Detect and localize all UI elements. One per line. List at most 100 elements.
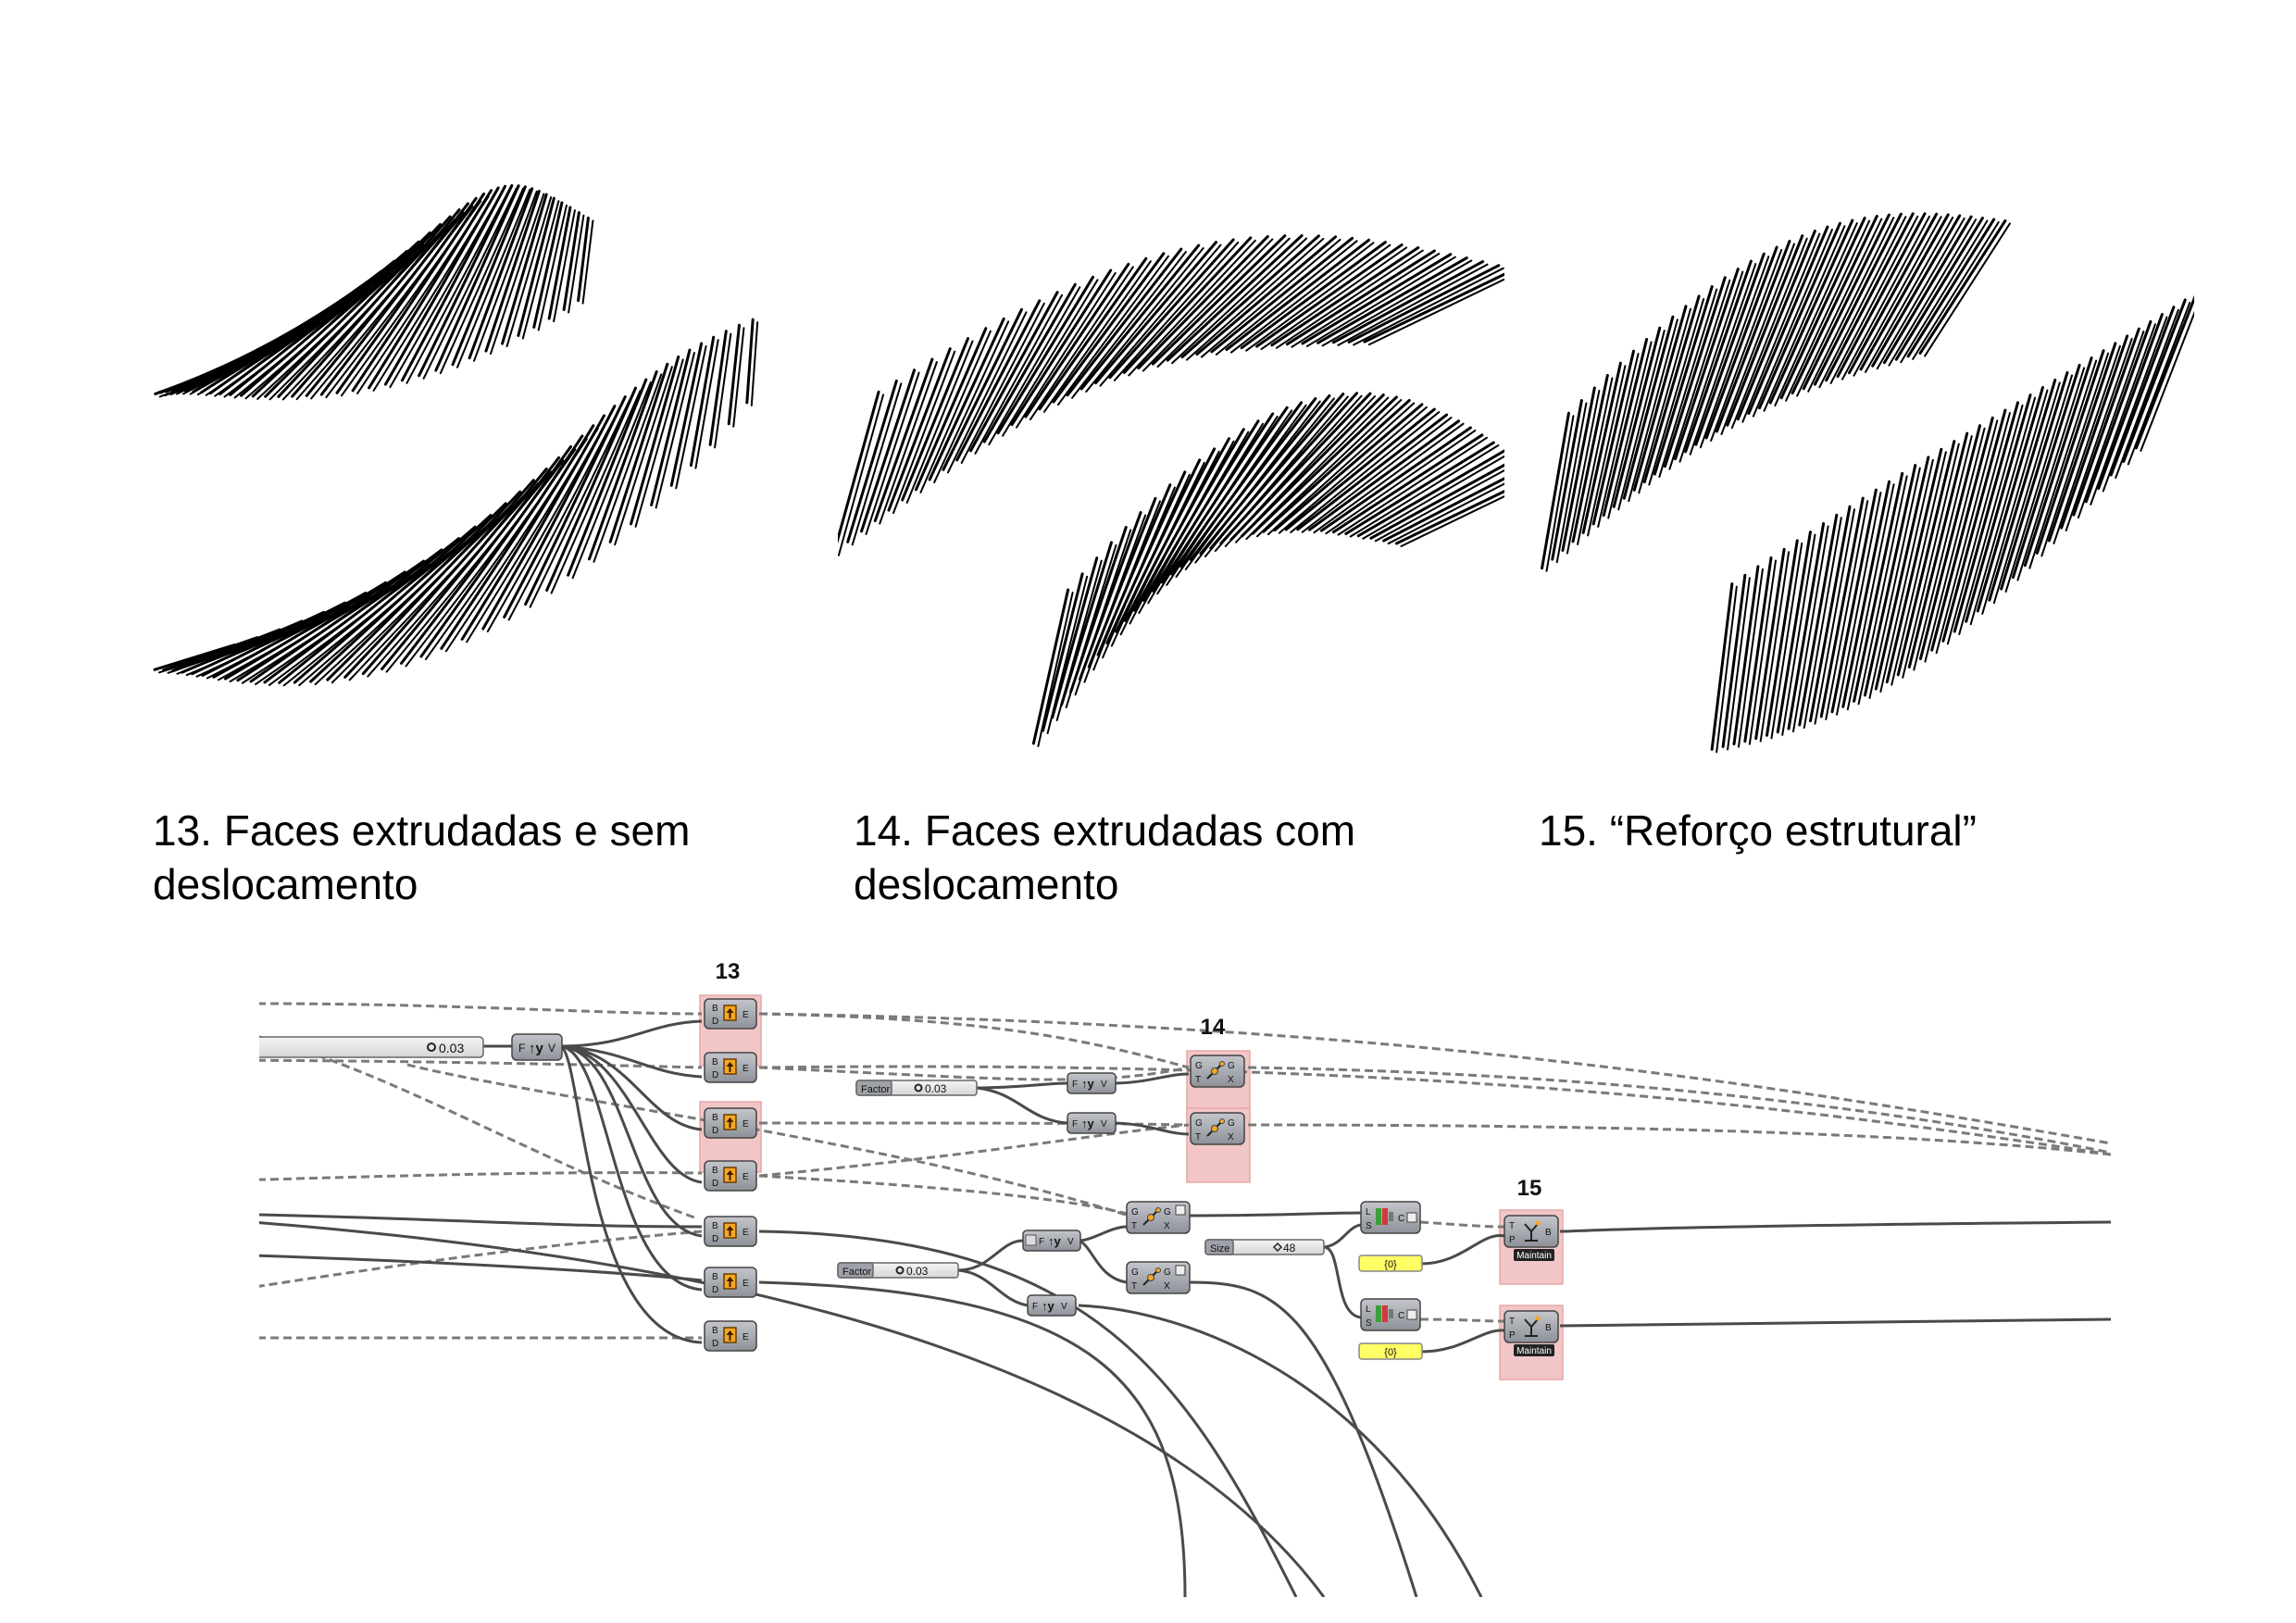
port-label-g: G (1131, 1267, 1139, 1278)
port-label-e: E (742, 1172, 749, 1182)
caption-15: 15. “Reforço estrutural” (1539, 806, 1977, 855)
unit-y-component[interactable]: F↑y V (1067, 1072, 1117, 1094)
port-label-c: C (1398, 1214, 1404, 1224)
factor-label-top: Factor (861, 1084, 891, 1095)
port-label-b: B (712, 1113, 718, 1123)
factor-slider-top[interactable]: Factor 0.03 (855, 1080, 978, 1096)
port-label-s: S (1366, 1318, 1372, 1329)
unit-y-icon: ↑y (1048, 1234, 1062, 1248)
lattice-bars (1541, 212, 2194, 754)
number-slider-left[interactable]: 0.03 (249, 1036, 484, 1058)
port-label-v: V (548, 1042, 555, 1055)
panel-bottom-text: {0} (1384, 1347, 1397, 1358)
port-label-x: X (1228, 1075, 1234, 1085)
tree-branch-icon (1524, 1220, 1541, 1242)
port-label-t: T (1195, 1132, 1201, 1142)
unit-y-component[interactable]: F ↑y V (1027, 1294, 1077, 1317)
move-icon (1142, 1267, 1161, 1286)
caption-14: 14. Faces extrudadas com deslocamento (854, 806, 1356, 908)
port-label-x: X (1164, 1221, 1170, 1231)
group-label-14: 14 (1201, 1015, 1226, 1040)
unit-y-icon: ↑y (1042, 1299, 1055, 1313)
port-label-e: E (742, 1279, 749, 1289)
port-label-f: F (1072, 1080, 1078, 1090)
port-label-x: X (1164, 1281, 1170, 1292)
port-label-d: D (712, 1339, 718, 1349)
port-label-t: T (1509, 1317, 1515, 1327)
maintain-text: Maintain (1516, 1346, 1552, 1356)
factor-slider-bottom[interactable]: Factor 0.03 (837, 1262, 959, 1279)
unit-y-icon: ↑y (1081, 1077, 1095, 1091)
port-label-b: B (712, 1221, 718, 1231)
panel-bottom[interactable]: {0} (1358, 1342, 1423, 1360)
port-label-v: V (1061, 1302, 1067, 1312)
port-label-e: E (742, 1228, 749, 1238)
port-label-d: D (712, 1070, 718, 1080)
render-14-extruded-faces-with-offset (838, 233, 1504, 747)
extrude-icon (723, 1222, 737, 1239)
factor-value-bottom: 0.03 (906, 1265, 929, 1278)
extrude-component[interactable]: BDE (704, 1320, 757, 1352)
render-15-structural-reinforcement (1541, 212, 2194, 754)
cull-component[interactable]: LSC (1360, 1201, 1421, 1234)
group-label-15: 15 (1517, 1176, 1542, 1201)
size-slider[interactable]: Size 48 (1204, 1239, 1325, 1255)
port-label-v: V (1101, 1080, 1107, 1090)
cull-component[interactable]: LSC (1360, 1298, 1421, 1331)
port-label-e: E (742, 1119, 749, 1130)
port-label-v: V (1101, 1119, 1107, 1130)
port-label-t: T (1509, 1221, 1515, 1231)
extrude-component[interactable]: BDE (704, 1052, 757, 1083)
port-label-d: D (712, 1234, 718, 1244)
port-label-g: G (1131, 1207, 1139, 1217)
unit-y-component-left[interactable]: F ↑y V (511, 1033, 563, 1061)
port-label-f: F (1032, 1302, 1038, 1312)
extrude-component[interactable]: BDE (704, 998, 757, 1030)
port-label-b: B (712, 1004, 718, 1014)
lattice-bars (838, 233, 1504, 747)
port-label-g: G (1228, 1118, 1235, 1129)
maintain-text: Maintain (1516, 1251, 1552, 1261)
extrude-icon (723, 1273, 737, 1290)
factor-label-bottom: Factor (842, 1267, 872, 1278)
factor-value-top: 0.03 (925, 1082, 947, 1095)
group-highlights (699, 994, 1564, 1380)
port-label-f: F (518, 1042, 525, 1055)
port-label-b: B (712, 1057, 718, 1067)
extrude-component[interactable]: BDE (704, 1160, 757, 1192)
extrude-component[interactable]: BD E (704, 1216, 757, 1247)
port-label-b: B (712, 1166, 718, 1176)
port-label-c: C (1398, 1311, 1404, 1321)
extrude-component[interactable]: BDE (704, 1107, 757, 1139)
series-icon (1376, 1208, 1393, 1225)
maintain-label: Maintain (1514, 1344, 1554, 1356)
flatten-icon (1175, 1205, 1186, 1216)
move-icon (1142, 1207, 1161, 1226)
extrude-icon (723, 1114, 737, 1130)
port-label-x: X (1228, 1132, 1234, 1142)
graft-icon (1406, 1212, 1417, 1223)
port-label-t: T (1195, 1075, 1201, 1085)
maintain-label: Maintain (1514, 1249, 1554, 1261)
port-label-e: E (742, 1010, 749, 1020)
size-value: 48 (1283, 1242, 1296, 1255)
extrude-component[interactable]: BDE (704, 1267, 757, 1298)
port-label-t: T (1131, 1281, 1137, 1292)
series-icon (1376, 1305, 1393, 1322)
panel-top[interactable]: {0} (1358, 1255, 1423, 1272)
group-label-13: 13 (716, 959, 741, 984)
